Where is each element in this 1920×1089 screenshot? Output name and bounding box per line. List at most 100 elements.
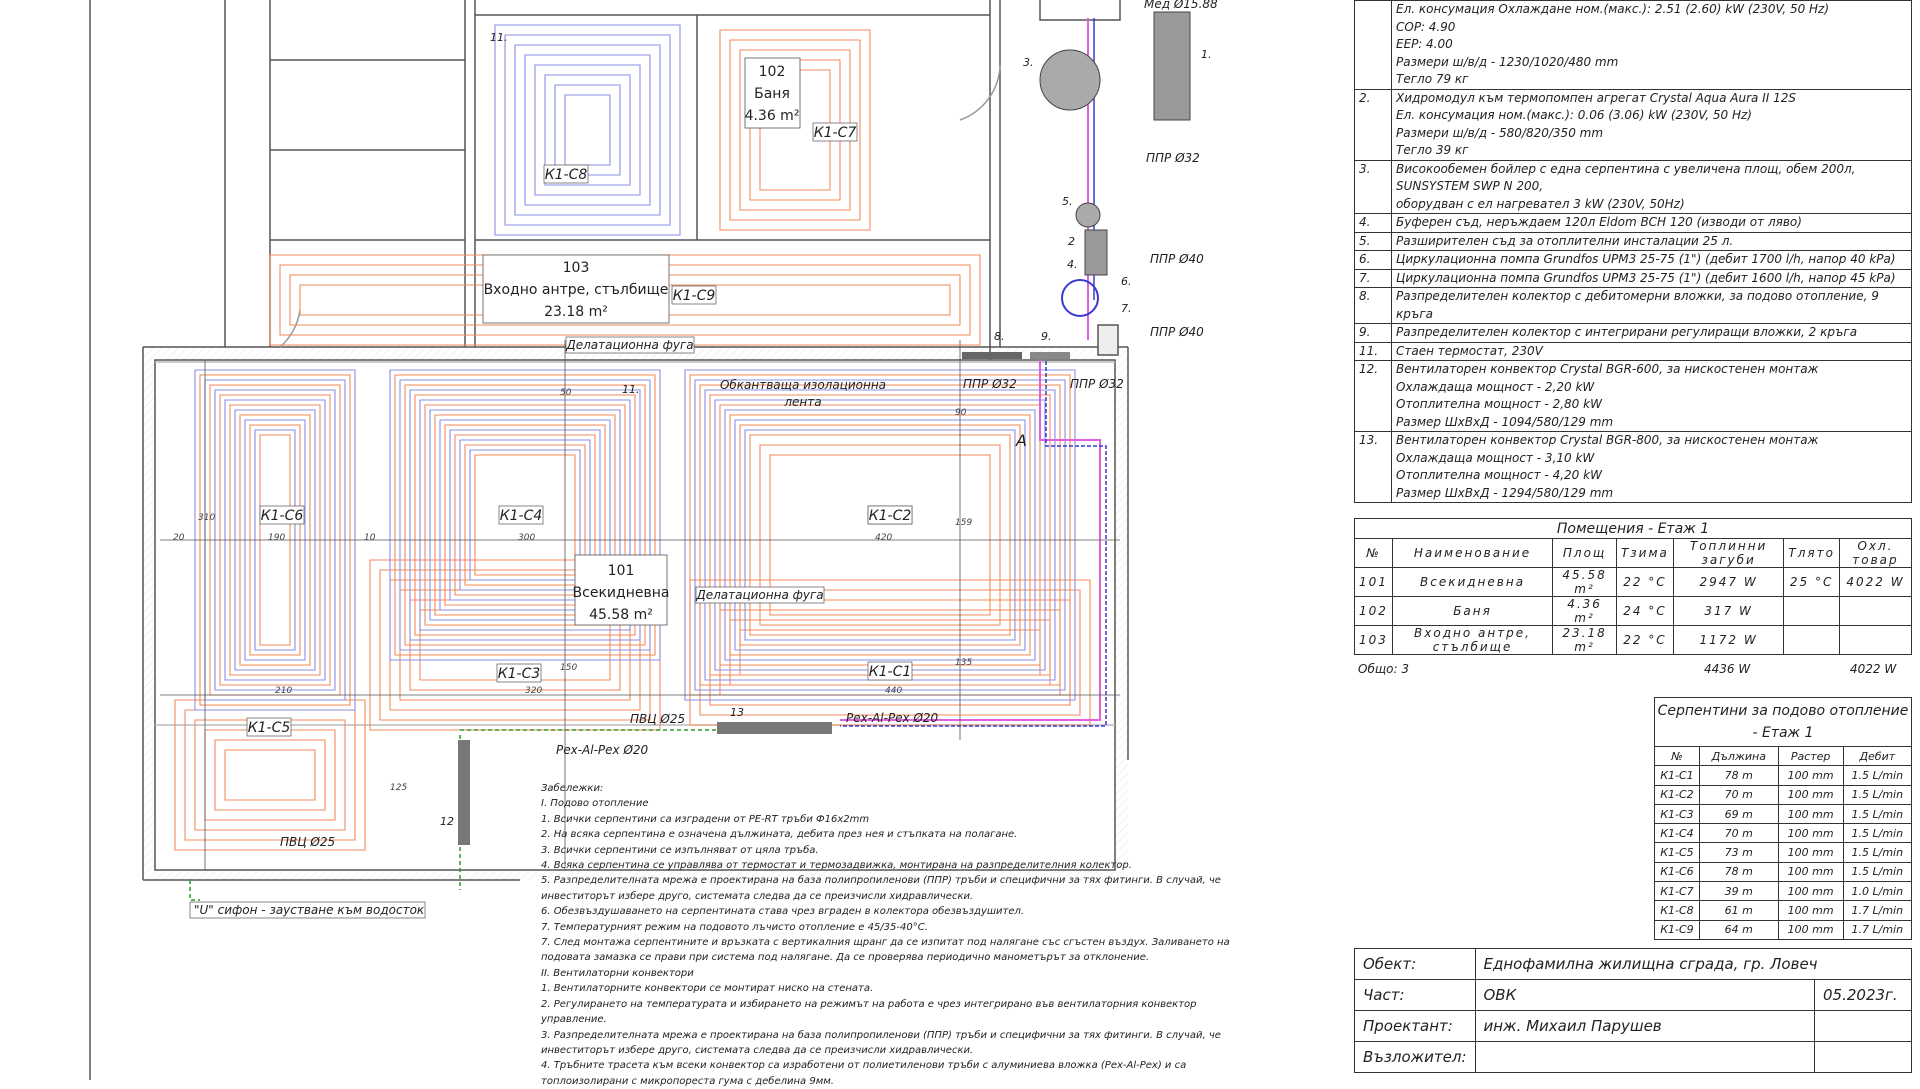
- equipment-tag-12: 12: [440, 815, 454, 828]
- room-103-name: Входно антре, стълбище: [484, 282, 669, 298]
- equipment-row-number: 12.: [1354, 360, 1392, 432]
- coils-cell: К1-С7: [1654, 881, 1700, 902]
- equipment-tag-4: 4.: [1067, 258, 1078, 271]
- equipment-line: Стаен термостат, 230V: [1396, 343, 1543, 358]
- note-line: 3. Разпределителната мрежа е проектирана…: [541, 1029, 1221, 1056]
- equipment-row: 11.Стаен термостат, 230V: [1354, 341, 1912, 361]
- equipment-line: Разпределителен колектор с дебитомерни в…: [1396, 289, 1879, 321]
- object-label: Обект:: [1354, 948, 1476, 980]
- circuit-label-c5: К1-С5: [248, 720, 291, 736]
- equipment-row-number: 8.: [1354, 287, 1392, 324]
- rooms-cell: Всекидневна: [1391, 567, 1554, 597]
- equipment-row-description: Хидромодул към термопомпен агрегат Cryst…: [1391, 88, 1912, 161]
- circuit-label-c7: К1-С7: [814, 125, 857, 141]
- buffer-tank: [1084, 229, 1108, 276]
- equipment-tag-8: 8.: [994, 330, 1005, 343]
- section-marker: А: [1015, 431, 1027, 450]
- equipment-row: 12.Вентилаторен конвектор Crystal BGR-60…: [1354, 360, 1912, 432]
- equipment-row-description: Стаен термостат, 230V: [1391, 341, 1912, 361]
- dim-50: 50: [560, 388, 572, 398]
- coils-cell: 1.5 L/min: [1842, 842, 1913, 863]
- note-line: 1. Всички серпентини са изградени от PE-…: [541, 813, 870, 825]
- equipment: [458, 11, 1191, 845]
- coils-cell: 39 m: [1698, 881, 1779, 902]
- equipment-row: 4.Буферен съд, неръждаем 120л Eldom BCH …: [1354, 213, 1912, 233]
- equipment-row: 3.Високообемен бойлер с една серпентина …: [1354, 159, 1912, 214]
- manifold-convectors: [1030, 352, 1070, 359]
- expansion-vessel: [1075, 202, 1101, 228]
- coils-cell: 78 m: [1698, 765, 1779, 786]
- coils-cell: 1.5 L/min: [1842, 861, 1913, 883]
- equipment-row-number: 4.: [1354, 213, 1392, 233]
- coils-cell: 100 mm: [1777, 842, 1844, 863]
- rooms-cell: Входно антре, стълбище: [1391, 625, 1554, 655]
- equipment-row-number: 7.: [1354, 268, 1392, 288]
- coils-cell: 69 m: [1698, 803, 1779, 825]
- coils-cell: К1-С8: [1654, 900, 1700, 921]
- equipment-row-description: Циркулационна помпа Grundfos UPM3 25-75 …: [1391, 250, 1912, 270]
- equipment-row-description: Разпределителен колектор с интегрирани р…: [1391, 323, 1912, 343]
- coils-cell: К1-С2: [1654, 784, 1700, 805]
- equipment-row: 9. Разпределителен колектор с интегрирани…: [1354, 323, 1912, 343]
- equipment-line: Вентилаторен конвектор Crystal BGR-800, …: [1396, 433, 1819, 447]
- equipment-line: Разпределителен колектор с интегрирани р…: [1396, 325, 1858, 339]
- equipment-row-number: 6.: [1354, 250, 1392, 270]
- equipment-line: Разширителен съд за отоплителни инсталац…: [1396, 233, 1734, 248]
- circuit-label-c4: К1-С4: [500, 508, 543, 524]
- equipment-row-number: 9.: [1354, 323, 1392, 343]
- equipment-line: Тегло 39 кг: [1396, 143, 1469, 157]
- coils-cell: К1-С1: [1654, 765, 1700, 786]
- rooms-cell: 45.58 m²: [1552, 567, 1617, 597]
- rooms-cell: 4022 W: [1838, 567, 1913, 597]
- coils-cell: 73 m: [1698, 842, 1779, 863]
- boiler: [1039, 49, 1101, 111]
- equipment-line: Хидромодул към термопомпен агрегат Cryst…: [1396, 90, 1796, 105]
- dim-125: 125: [390, 783, 407, 793]
- equipment-line: Охлаждаща мощност - 2,20 kW: [1396, 379, 1595, 394]
- equipment-tag-9: 9.: [1041, 330, 1052, 343]
- designer-value: инж. Михаил Парушев: [1474, 1010, 1815, 1042]
- note-line: 7. Температурният режим на подовото лъчи…: [541, 921, 928, 933]
- note-line: 6. Обезвъздушаването на серпентината ста…: [541, 906, 1025, 918]
- note-line: II. Вентилаторни конвектори: [541, 967, 694, 979]
- expansion-joint-label-mid: Делатационна фуга: [695, 588, 823, 602]
- rooms-cell: [1783, 625, 1840, 655]
- dim-300: 300: [518, 533, 535, 543]
- equipment-line: Отоплителна мощност - 2,80 kW: [1396, 397, 1602, 411]
- equipment-row: 5.Разширителен съд за отоплителни инстал…: [1354, 231, 1912, 251]
- equipment-tag-11: 11.: [490, 31, 508, 44]
- dimension-lines: [160, 340, 1120, 870]
- equipment-line: Отоплителна мощност - 4,20 kW: [1396, 468, 1602, 482]
- fan-convector-12: [458, 740, 470, 845]
- coils-cell: К1-С4: [1654, 823, 1700, 844]
- rooms-cell: 23.18 m²: [1552, 625, 1617, 655]
- expansion-joint-label-top: Делатационна фуга: [565, 338, 693, 352]
- equipment-tag-11-b: 11.: [622, 383, 640, 396]
- equipment-tag-6: 6.: [1121, 275, 1132, 288]
- notes-title: Забележки:: [541, 783, 604, 794]
- equipment-row-description: Вентилаторен конвектор Crystal BGR-600, …: [1391, 360, 1912, 432]
- rooms-cell: 2947 W: [1672, 567, 1785, 597]
- rooms-cell: 22 °C: [1615, 625, 1674, 655]
- rooms-cell: 24 °C: [1615, 596, 1674, 626]
- fan-convector-13: [717, 722, 832, 734]
- coils-header-length: Дължина: [1698, 745, 1779, 767]
- room-102-name: Баня: [754, 86, 790, 102]
- equipment-line: Циркулационна помпа Grundfos UPM3 25-75 …: [1396, 252, 1896, 266]
- equipment-line: Размери ш/в/д - 580/820/350 mm: [1396, 125, 1604, 140]
- equipment-row: 13.Вентилаторен конвектор Crystal BGR-80…: [1354, 431, 1912, 503]
- rooms-header-heat-loss: Топлинни загуби: [1672, 538, 1785, 568]
- dim-10: 10: [364, 533, 376, 543]
- rooms-cell: 1172 W: [1672, 625, 1785, 655]
- circuit-label-c1-b: К1-С1: [869, 664, 912, 680]
- coils-cell: 1.7 L/min: [1842, 919, 1913, 940]
- room-102-label: 102 Баня 4.36 m²: [745, 57, 801, 129]
- rooms-total-label: Общо: 3: [1358, 662, 1409, 676]
- circuit-label-c2: К1-С2: [869, 508, 912, 524]
- circuit-label-c3: К1-С3: [498, 666, 541, 682]
- coils-header-raster: Растер: [1777, 745, 1844, 767]
- coils-cell: 1.0 L/min: [1842, 881, 1913, 902]
